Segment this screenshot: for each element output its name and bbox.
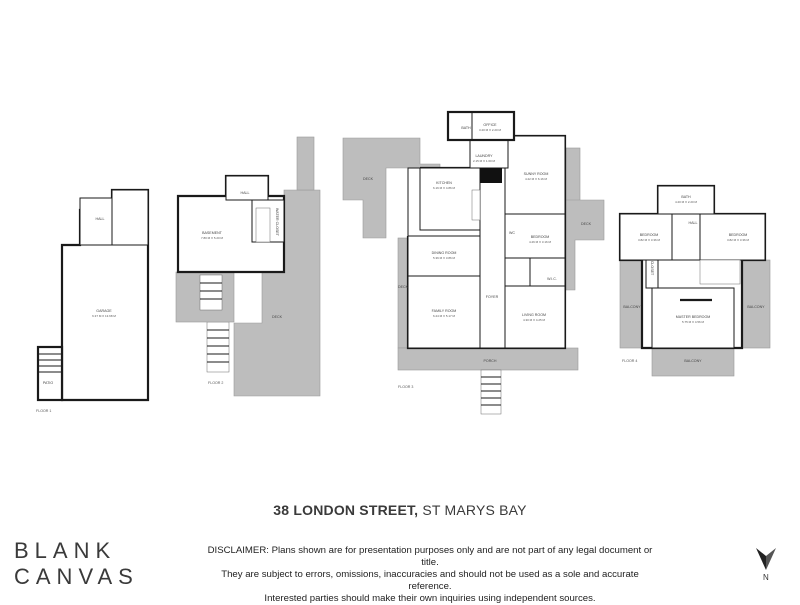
dining-room-size: 5.36 M X 3.86 M [433, 256, 456, 260]
dining-room-label: DINING ROOM [432, 251, 457, 255]
floor-4-label: FLOOR 4 [622, 359, 637, 363]
patio-label: PATIO [43, 381, 53, 385]
brand-logo: BLANK CANVAS [14, 538, 144, 590]
floor4-bath-room [657, 185, 715, 215]
sunny-room-label: SUNNY ROOM [524, 172, 549, 176]
sunny-room [504, 135, 566, 215]
floor-2-stairs [199, 274, 223, 311]
floor4-hall-label: HALL [689, 221, 698, 225]
deck-left-label: DECK [398, 285, 409, 289]
floor-4-plan: BATH 4.20 M X 2.20 M HALL BEDROOM 3.82 M… [618, 184, 771, 377]
floor-1-label: FLOOR 1 [36, 409, 51, 413]
living-room [504, 285, 566, 349]
floor4-bath-label: BATH [681, 195, 691, 199]
master-bedroom-size: 5.75 M X 4.56 M [682, 320, 705, 324]
balcony-left [619, 259, 643, 349]
north-arrow-icon [756, 548, 776, 570]
balcony-bottom-label: BALCONY [684, 359, 702, 363]
living-room-label: LIVING ROOM [522, 313, 546, 317]
basement-label: BASEMENT [202, 231, 223, 235]
deck-label: DECK [363, 177, 374, 181]
balcony-left-label: BALCONY [623, 305, 641, 309]
kitchen-room [419, 167, 481, 231]
deck-floor-3 [342, 137, 441, 239]
property-address: 38 LONDON STREET, ST MARYS BAY [0, 502, 800, 518]
bedroom-right-room [699, 213, 766, 261]
floor-1-stairs [37, 346, 63, 401]
porch-label: PORCH [484, 359, 497, 363]
disclaimer-line-1: DISCLAIMER: Plans shown are for presenta… [207, 545, 653, 568]
disclaimer-line-3: Interested parties should make their own… [264, 593, 596, 604]
master-bedroom-label: MASTER BEDROOM [676, 315, 711, 319]
laundry-size: 2.15 M X 1.60 M [473, 159, 496, 163]
garage-label: GARAGE [96, 309, 112, 313]
floor1-hall-label: HALL [96, 217, 105, 221]
balcony-right [741, 259, 771, 349]
north-label: N [763, 573, 769, 582]
family-room [407, 275, 481, 349]
kitchen-label: KITCHEN [436, 181, 452, 185]
garage-room [61, 244, 149, 401]
laundry-room [469, 139, 509, 169]
floor-plans: GARAGE 6.37 M X 13.68 M HALL PATIO FLOOR… [36, 110, 771, 415]
floor-3-label: FLOOR 3 [398, 385, 413, 389]
family-room-label: FAMILY ROOM [432, 309, 457, 313]
wic-label: W.I.C. [547, 277, 557, 281]
water-closet-label: WATER CLOSET [275, 208, 279, 237]
address-street: 38 LONDON STREET, [273, 502, 419, 518]
master-bedroom-room [651, 287, 735, 349]
deck-right-label: DECK [581, 222, 592, 226]
floor-2-label: FLOOR 2 [208, 381, 223, 385]
floor-3-plan: BATH OFFICE 3.20 M X 2.20 M LAUNDRY 2.15… [342, 110, 605, 415]
floor2-deck-label: DECK [272, 315, 283, 319]
address-suburb: ST MARYS BAY [418, 502, 527, 518]
brand-line-1: BLANK [14, 538, 117, 563]
floor2-hall-label: HALL [241, 191, 250, 195]
garage-size: 6.37 M X 13.68 M [92, 314, 116, 318]
balcony-right-label: BALCONY [747, 305, 765, 309]
disclaimer: DISCLAIMER: Plans shown are for presenta… [200, 545, 660, 605]
brand-line-2: CANVAS [14, 564, 139, 589]
foyer-label: FOYER [486, 295, 499, 299]
office-label: OFFICE [483, 123, 497, 127]
basement-size: 7.80 M X 5.20 M [201, 236, 224, 240]
floor-1-plan: GARAGE 6.37 M X 13.68 M HALL PATIO FLOOR… [36, 188, 150, 413]
office-size: 3.20 M X 2.20 M [479, 128, 502, 132]
floor-2-plan: BASEMENT 7.80 M X 5.20 M HALL WATER CLOS… [175, 136, 321, 397]
living-room-size: 4.30 M X 4.25 M [523, 318, 546, 322]
wc-label: WC [509, 231, 515, 235]
bedroom-label: BEDROOM [531, 235, 550, 239]
sunny-room-size: 4.22 M X 6.16 M [525, 177, 548, 181]
laundry-label: LAUNDRY [475, 154, 493, 158]
floor4-bath-size: 4.20 M X 2.20 M [675, 200, 698, 204]
bedroom-left-size: 3.82 M X 3.36 M [638, 238, 661, 242]
bedroom-left-room [619, 213, 673, 261]
bedroom-room [504, 213, 566, 259]
bedroom-size: 4.26 M X 3.16 M [529, 240, 552, 244]
closet-label: CLOSET [650, 261, 654, 276]
bedroom-left-label: BEDROOM [640, 233, 659, 237]
bedroom-right-label: BEDROOM [729, 233, 748, 237]
bedroom-right-size: 3.82 M X 3.36 M [727, 238, 750, 242]
disclaimer-line-2: They are subject to errors, omissions, i… [221, 569, 639, 592]
kitchen-size: 6.16 M X 4.86 M [433, 186, 456, 190]
family-room-size: 6.24 M X 5.17 M [433, 314, 456, 318]
bath-label: BATH [461, 126, 471, 130]
